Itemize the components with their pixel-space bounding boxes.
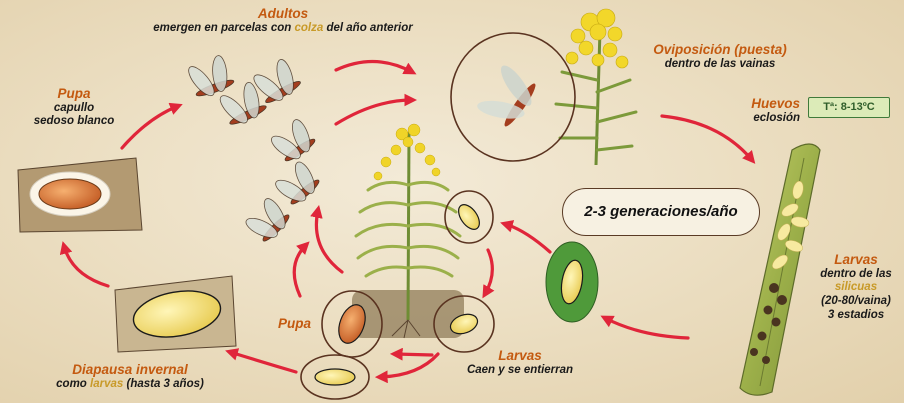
pod-larvae-label: Larvas dentro de las silicuas (20-80/vai… [808, 252, 904, 322]
adult-midges [183, 52, 326, 250]
oviposition-title: Oviposición (puesta) [630, 42, 810, 58]
diapause-sub-pre: como [56, 378, 90, 390]
adults-title: Adultos [118, 6, 448, 22]
pod-larvae-title: Larvas [808, 252, 904, 268]
central-plant [352, 124, 464, 338]
arrow-adults-to-oviposition [336, 61, 412, 72]
ovipositing-adult [469, 58, 547, 138]
diapause-label: Diapausa invernal como larvas (hasta 3 a… [10, 362, 250, 391]
pod-larvae-sub-highlight: silicuas [808, 281, 904, 295]
temperature-badge: Tª: 8-13ºC [808, 97, 890, 118]
oviposition-label: Oviposición (puesta) dentro de las vaina… [630, 42, 810, 71]
arrow-pupa-to-adults [294, 245, 306, 296]
center-pupa-label: Pupa [278, 316, 311, 332]
arrow-circle-top [316, 210, 342, 272]
left-pupa-sub-1: capullo [26, 102, 122, 116]
eggs-sub: eclosión [700, 112, 800, 126]
diapause-sub-post: (hasta 3 años) [123, 378, 204, 390]
left-pupa-sub-2: sedoso blanco [26, 115, 122, 129]
arrow-pod-larvae-to-fall [605, 318, 688, 338]
arrow-pupa-to-adults-left [122, 106, 178, 148]
oviposition-sub: dentro de las vainas [630, 58, 810, 72]
arrow-bottom-to-pupa [395, 354, 432, 355]
pupa-cocoon [18, 158, 142, 232]
left-pupa-title: Pupa [26, 86, 122, 102]
adults-sub-highlight: colza [295, 22, 324, 34]
oviposition-circle [451, 33, 575, 161]
eggs-label: Huevos eclosión [700, 96, 800, 125]
arrow-diapause-to-pupa [64, 246, 108, 286]
adults-sub-pre: emergen en parcelas con [153, 22, 294, 34]
generations-badge: 2-3 generaciones/año [562, 188, 760, 236]
arrow-adults-to-oviposition-2 [336, 100, 412, 124]
falling-larvae-title: Larvas [430, 348, 610, 364]
arrow-fall-to-ground [505, 224, 550, 252]
pod-larvae-sub-3: 3 estadios [808, 309, 904, 323]
falling-larvae-sub: Caen y se entierran [430, 364, 610, 378]
adults-sub-post: del año anterior [323, 22, 412, 34]
center-pupa-title: Pupa [278, 316, 311, 332]
oviposition-plant [556, 9, 636, 165]
falling-larvae-label: Larvas Caen y se entierran [430, 348, 610, 377]
eggs-title: Huevos [700, 96, 800, 112]
left-pupa-label: Pupa capullo sedoso blanco [26, 86, 122, 129]
pod-larvae-sub-2: (20-80/vaina) [808, 295, 904, 309]
adults-label: Adultos emergen en parcelas con colza de… [118, 6, 448, 35]
arrow-circle-right [485, 250, 492, 294]
pod-larvae-sub-1: dentro de las [808, 268, 904, 282]
falling-larva [546, 242, 598, 322]
diapause-larva [115, 276, 236, 352]
diapause-title: Diapausa invernal [10, 362, 250, 378]
diapause-sub-highlight: larvas [90, 378, 123, 390]
